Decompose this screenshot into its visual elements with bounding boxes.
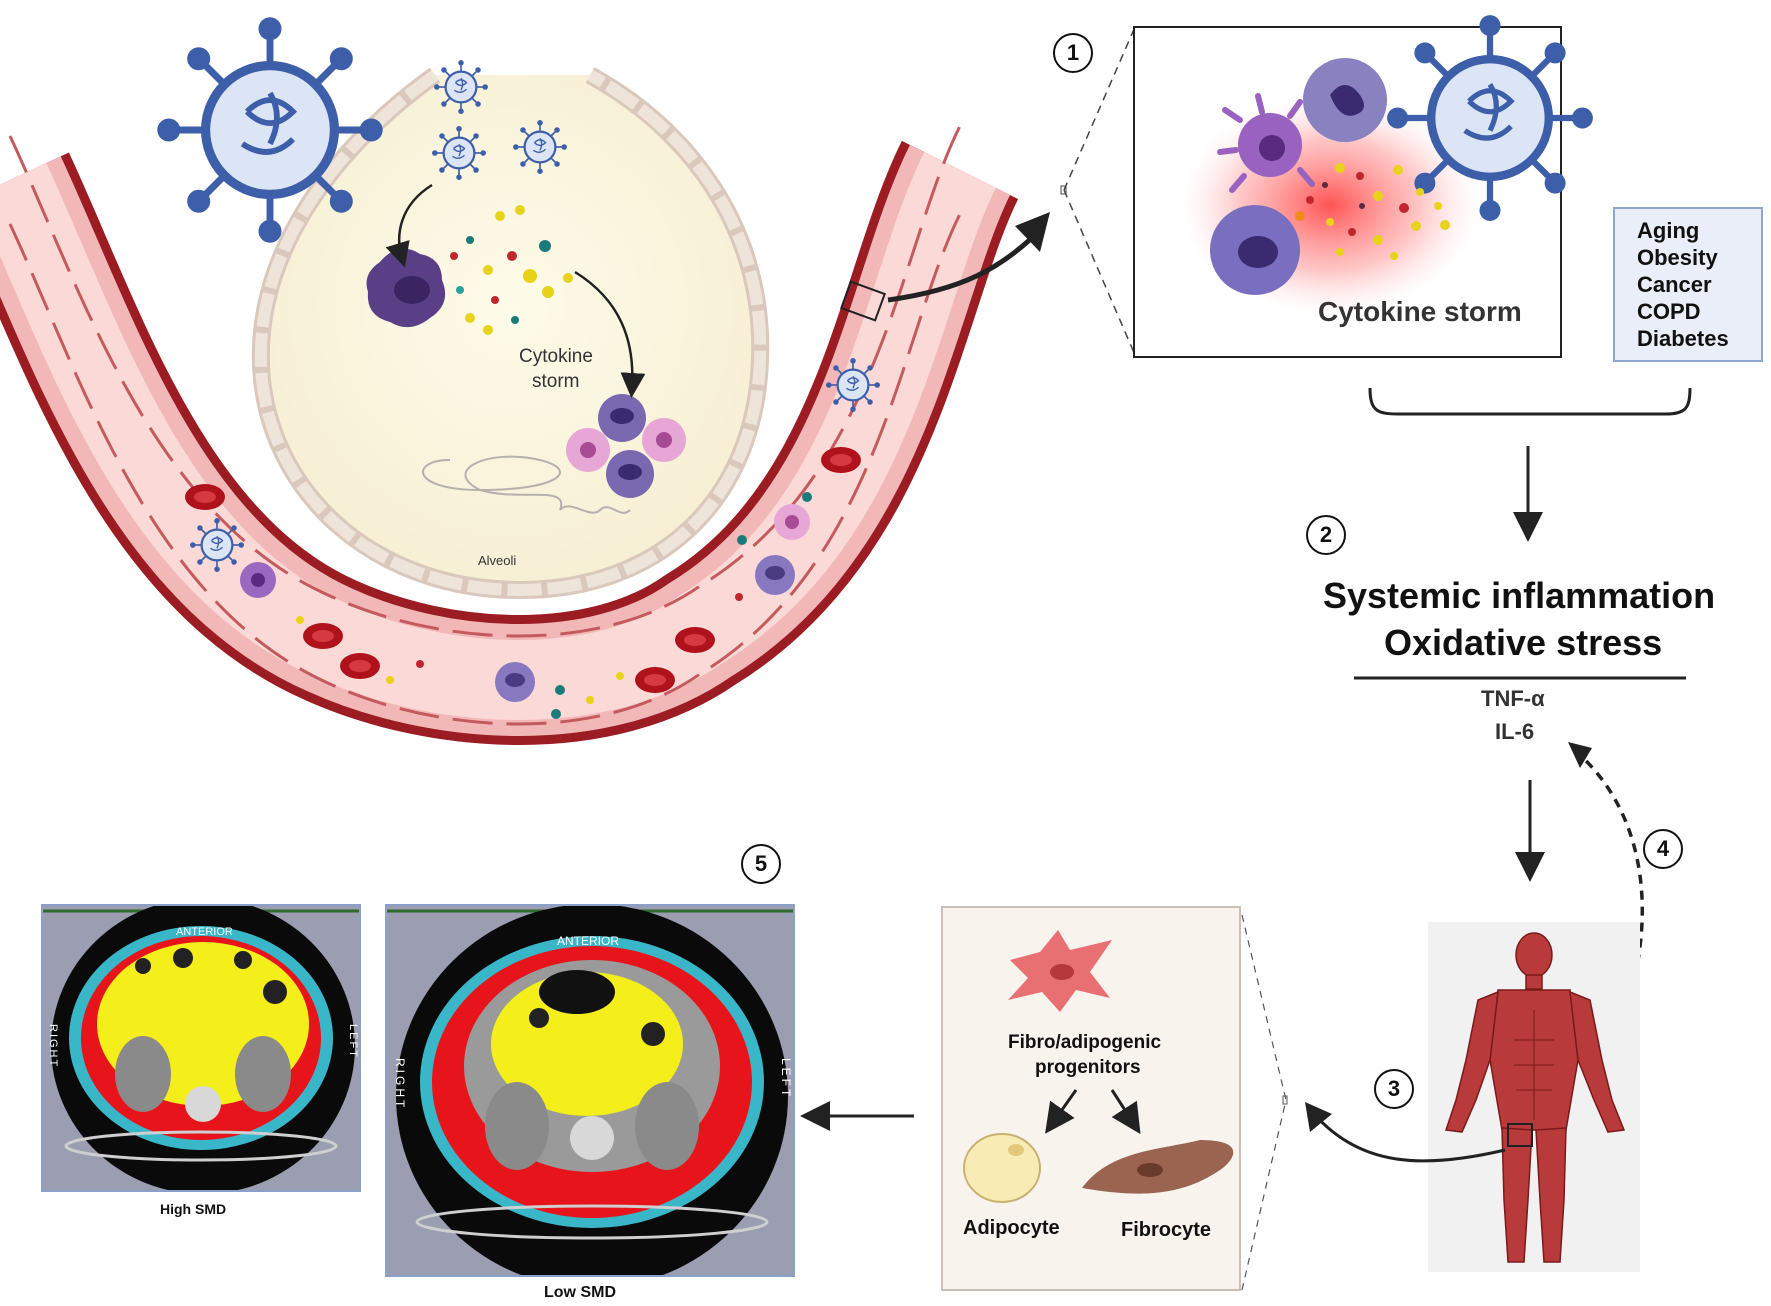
fap-label-2: progenitors: [1035, 1057, 1141, 1078]
step-3-marker: 3: [1374, 1069, 1414, 1109]
risk-factors-box: Aging Obesity Cancer COPD Diabetes: [1613, 207, 1763, 362]
thigh-to-panel-arrow: [1313, 1113, 1506, 1163]
cytokine-dots: [450, 205, 573, 335]
adipocyte-cell: [963, 1133, 1041, 1203]
risk-diabetes: Diabetes: [1637, 326, 1729, 351]
bracket: [1368, 387, 1692, 416]
feedback-arrow: [1578, 753, 1644, 1041]
alveolus-cytokine-label-2: storm: [532, 371, 580, 392]
step-1-marker: 1: [1053, 33, 1093, 73]
macrophage: [366, 248, 446, 328]
ct-panel-high-smd: ANTERIOR RIGHT LEFT: [41, 904, 361, 1192]
ct-low-caption: Low SMD: [544, 1284, 616, 1301]
fibrin-strands: [422, 455, 631, 514]
ct-low-left: LEFT: [779, 1058, 793, 1100]
ct-high-left: LEFT: [347, 1024, 359, 1059]
vessel-zoom-box: [840, 280, 886, 322]
ct-high-right: RIGHT: [47, 1024, 59, 1069]
inset-cytokines: [1295, 163, 1450, 260]
muscle-figure: [1444, 932, 1626, 1263]
risk-copd: COPD: [1637, 299, 1701, 324]
virus-large: [157, 17, 382, 242]
fibrocyte-label: Fibrocyte: [1121, 1219, 1212, 1241]
cytokine-to-cells-arrow: [574, 270, 646, 398]
alveolus-cytokine-label-1: Cytokine: [519, 346, 593, 367]
immune-cell-cluster: [566, 394, 686, 498]
adipocyte-label: Adipocyte: [963, 1217, 1060, 1239]
step-2-marker: 2: [1306, 515, 1346, 555]
ct-low-anterior: ANTERIOR: [557, 934, 620, 948]
tnf-alpha-label: TNF-α: [1481, 686, 1545, 711]
virus-small-5: [188, 516, 246, 574]
risk-aging: Aging: [1637, 218, 1700, 243]
virus-small-3: [511, 118, 569, 176]
ct-high-anterior: ANTERIOR: [176, 926, 233, 938]
inset-dendritic-cell: [1217, 93, 1315, 193]
ct-low-right: RIGHT: [393, 1058, 407, 1111]
virus-small-2: [430, 124, 488, 182]
step-5-marker: 5: [741, 844, 781, 884]
risk-cancer: Cancer: [1637, 272, 1712, 297]
inset-macrophage: [1210, 205, 1300, 295]
inset-monocyte: [1303, 58, 1387, 142]
ct-high-caption: High SMD: [160, 1201, 227, 1217]
risk-obesity: Obesity: [1637, 245, 1718, 270]
step-4-marker: 4: [1643, 829, 1683, 869]
inset-cytokine-storm-label: Cytokine storm: [1318, 296, 1522, 327]
virus-small-1: [432, 58, 490, 116]
il6-label: IL-6: [1495, 719, 1535, 744]
fap-label-1: Fibro/adipogenic: [1008, 1032, 1162, 1053]
virus-small-4: [824, 356, 882, 414]
oxidative-stress-label: Oxidative stress: [1384, 622, 1663, 663]
thigh-zoom-box: [1507, 1123, 1533, 1147]
vessel-cells: [240, 492, 812, 719]
alveoli-label: Alveoli: [478, 553, 517, 568]
progenitor-panel: [941, 906, 1241, 1291]
systemic-inflammation-label: Systemic inflammation: [1323, 575, 1716, 616]
zoom-arrow: [887, 228, 1042, 303]
virus-to-macrophage-arrow: [385, 183, 433, 268]
ct-panel-low-smd: ANTERIOR RIGHT LEFT: [385, 904, 795, 1277]
alveolus: [251, 67, 770, 600]
